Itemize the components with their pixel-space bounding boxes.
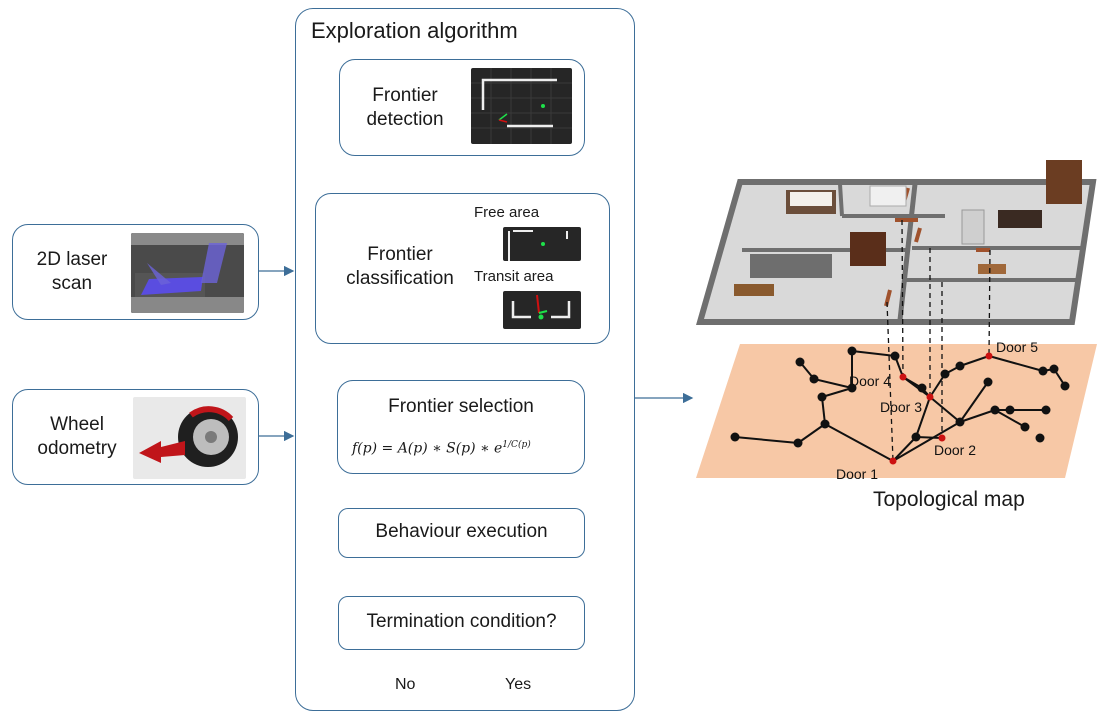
graph-node bbox=[820, 419, 830, 429]
free-area-label: Free area bbox=[474, 204, 540, 221]
graph-edge bbox=[824, 423, 894, 462]
selection-formula: f(p) = A(p) ∗ S(p) ∗ e1/C(p) bbox=[352, 440, 531, 457]
graph-node bbox=[890, 351, 900, 361]
door-1-label: Door 1 bbox=[836, 466, 878, 482]
graph-edge bbox=[994, 409, 1026, 428]
graph-edge bbox=[813, 378, 853, 389]
graph-node bbox=[795, 357, 805, 367]
wheel-odometry-label: Wheel odometry bbox=[37, 414, 117, 459]
graph-edge bbox=[988, 355, 1044, 372]
door-5-label: Door 5 bbox=[996, 339, 1038, 355]
graph-node bbox=[1049, 364, 1059, 374]
graph-edge bbox=[851, 350, 896, 357]
graph-node bbox=[730, 432, 740, 442]
door-node bbox=[985, 352, 993, 360]
door-3-label: Door 3 bbox=[880, 399, 922, 415]
graph-node bbox=[847, 346, 857, 356]
graph-edge bbox=[959, 409, 996, 423]
door-node bbox=[926, 393, 934, 401]
graph-node bbox=[983, 377, 993, 387]
graph-node bbox=[917, 383, 927, 393]
frontier-detection-label: Frontier detection bbox=[366, 85, 444, 130]
graph-node bbox=[1060, 381, 1070, 391]
door-node bbox=[889, 457, 897, 465]
graph-node bbox=[1005, 405, 1015, 415]
graph-edge bbox=[821, 396, 826, 425]
graph-edge bbox=[929, 396, 961, 423]
topological-map-illustration: Door 1 Door 2 Door 3 Door 4 Door 5 bbox=[696, 160, 1097, 482]
topological-map-title: Topological map bbox=[873, 488, 1025, 511]
frontier-detection-image bbox=[471, 68, 572, 144]
graph-edge bbox=[915, 396, 931, 438]
graph-node bbox=[1038, 366, 1048, 376]
door-4-label: Door 4 bbox=[849, 373, 891, 389]
door-node bbox=[899, 373, 907, 381]
graph-node bbox=[793, 438, 803, 448]
frontier-selection-label: Frontier selection bbox=[388, 396, 534, 417]
algorithm-title: Exploration algorithm bbox=[311, 18, 518, 43]
graph-node bbox=[809, 374, 819, 384]
no-branch-label: No bbox=[395, 676, 416, 693]
graph-node bbox=[911, 432, 921, 442]
behaviour-execution-label: Behaviour execution bbox=[375, 521, 548, 542]
laser-scan-image bbox=[131, 233, 244, 313]
wheel-image bbox=[133, 397, 246, 479]
graph-edge bbox=[892, 421, 961, 462]
transit-area-label: Transit area bbox=[474, 268, 554, 285]
termination-condition-box bbox=[338, 596, 585, 650]
graph-node bbox=[1041, 405, 1051, 415]
graph-node bbox=[1035, 433, 1045, 443]
graph-edge bbox=[959, 381, 989, 423]
termination-condition-label: Termination condition? bbox=[366, 611, 557, 632]
transit-area-image bbox=[503, 291, 581, 329]
yes-branch-label: Yes bbox=[505, 676, 532, 693]
behaviour-execution-box bbox=[338, 508, 585, 558]
graph-edge bbox=[821, 387, 853, 398]
graph-node bbox=[940, 369, 950, 379]
graph-edge bbox=[797, 423, 826, 444]
graph-node bbox=[847, 383, 857, 393]
graph-edge bbox=[892, 436, 917, 462]
free-area-image bbox=[503, 227, 581, 261]
graph-edge bbox=[929, 373, 946, 398]
laser-scan-label: 2D laser scan bbox=[36, 249, 108, 294]
map-graph bbox=[730, 346, 1070, 465]
frontier-classification-label: Frontier classification bbox=[346, 244, 454, 289]
graph-node bbox=[990, 405, 1000, 415]
graph-edge bbox=[734, 436, 799, 444]
graph-node bbox=[1020, 422, 1030, 432]
graph-edge bbox=[959, 355, 990, 367]
door-node bbox=[938, 434, 946, 442]
frontier-selection-box bbox=[337, 380, 585, 474]
graph-node bbox=[955, 417, 965, 427]
graph-node bbox=[817, 392, 827, 402]
graph-node bbox=[955, 361, 965, 371]
door-2-label: Door 2 bbox=[934, 442, 976, 458]
